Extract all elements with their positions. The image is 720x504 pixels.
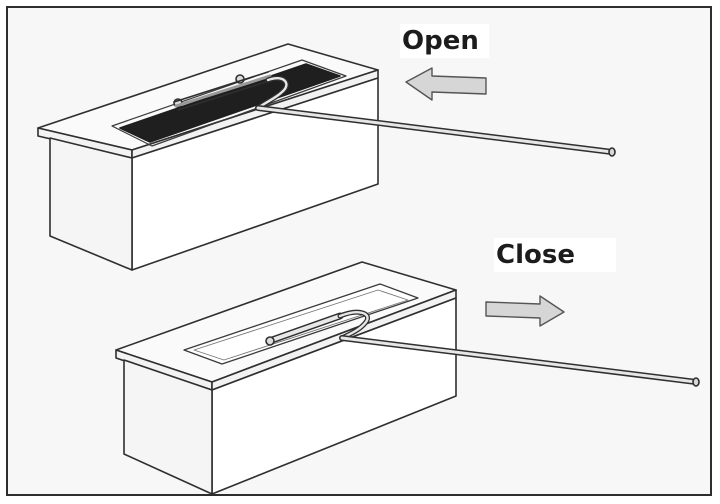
burner-closed-slot-inner bbox=[193, 289, 409, 361]
burner-closed bbox=[115, 261, 700, 495]
burner-closed-pin bbox=[265, 336, 275, 346]
close-arrow-icon bbox=[485, 295, 565, 327]
burner-closed-handle-rod-inner bbox=[340, 336, 698, 384]
burner-open-side-face bbox=[49, 137, 133, 271]
burner-closed-cover-rod-inner bbox=[270, 314, 342, 342]
open-arrow-icon bbox=[405, 67, 487, 101]
burner-open-inner-rod bbox=[174, 74, 272, 108]
burner-open-handle-rod-inner bbox=[256, 106, 614, 154]
burner-open-rod-tip bbox=[608, 147, 616, 157]
burner-open bbox=[37, 43, 616, 271]
burner-closed-rod-tip bbox=[692, 377, 700, 387]
burner-open-handle-loop-inner bbox=[256, 77, 288, 110]
burner-closed-side-face bbox=[123, 359, 213, 495]
close-label: Close bbox=[494, 238, 616, 272]
burner-closed-slot bbox=[183, 283, 419, 365]
burner-closed-handle-loop-inner bbox=[338, 311, 369, 340]
open-label: Open bbox=[400, 24, 489, 58]
burner-open-inner-rod-outline bbox=[173, 71, 273, 111]
